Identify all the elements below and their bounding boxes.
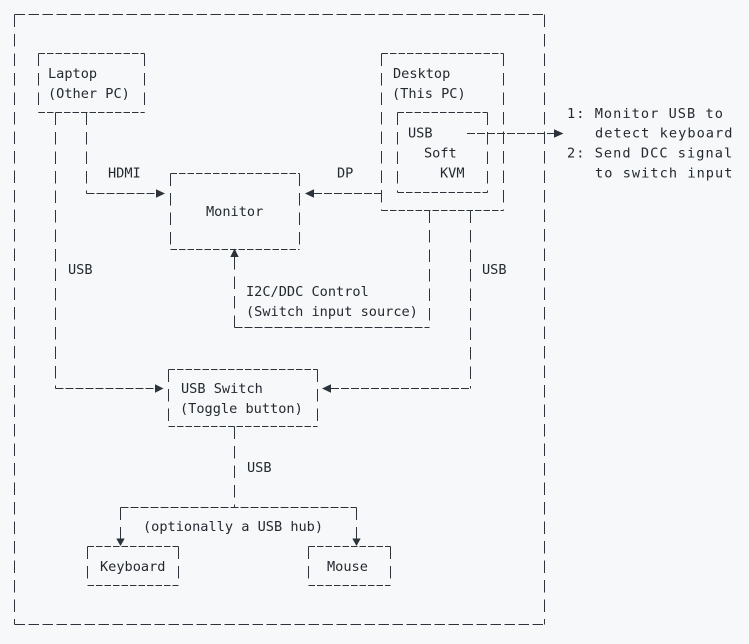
- usb-switch-label: USB Switch: [181, 381, 263, 397]
- desktop-usb-connector: USB: [322, 210, 507, 393]
- monitor-node: Monitor: [170, 173, 300, 250]
- dp-label: DP: [337, 166, 353, 182]
- desktop-usb-arrowhead-icon: [322, 384, 331, 393]
- hdmi-arrowhead-icon: [156, 189, 165, 198]
- kvm-soft-label: Soft: [424, 146, 457, 162]
- soft-kvm-node: USB Soft KVM: [397, 112, 488, 193]
- usb-switch-node: USB Switch (Toggle button): [168, 369, 318, 427]
- usb-down-label: USB: [247, 460, 272, 476]
- i2c-label-line1: I2C/DDC Control: [246, 284, 369, 300]
- mouse-node: Mouse: [308, 546, 391, 586]
- annotation-line-4: to switch input: [595, 166, 734, 182]
- switch-usb-down-connector: USB: [234, 426, 272, 508]
- annotation-text: 1: Monitor USB to detect keyboard 2: Sen…: [567, 106, 734, 182]
- desktop-label: Desktop: [393, 66, 450, 82]
- i2c-label-line2: (Switch input source): [246, 304, 418, 320]
- keyboard-arrowhead-icon: [116, 538, 125, 546]
- mouse-label: Mouse: [327, 559, 368, 575]
- laptop-sublabel: (Other PC): [48, 86, 130, 102]
- i2c-arrowhead-icon: [230, 248, 239, 257]
- outer-frame: [14, 14, 545, 625]
- hub-label: (optionally a USB hub): [143, 519, 323, 535]
- keyboard-node: Keyboard: [87, 546, 179, 586]
- laptop-node: Laptop (Other PC): [38, 53, 145, 113]
- monitor-label: Monitor: [206, 204, 263, 220]
- kvm-kvm-label: KVM: [440, 166, 465, 182]
- keyboard-label: Keyboard: [100, 559, 165, 575]
- hdmi-connector: HDMI: [86, 112, 165, 198]
- desktop-sublabel: (This PC): [392, 86, 466, 102]
- laptop-usb-arrowhead-icon: [155, 384, 164, 393]
- usb-right-label: USB: [482, 262, 507, 278]
- usb-hub-bracket: (optionally a USB hub): [116, 507, 361, 546]
- desktop-node: Desktop (This PC): [381, 53, 504, 211]
- annotation-arrowhead-icon: [554, 129, 564, 138]
- kvm-usb-label: USB: [408, 126, 433, 142]
- dp-arrowhead-icon: [305, 189, 314, 198]
- mouse-arrowhead-icon: [352, 538, 361, 546]
- laptop-usb-connector: USB: [55, 112, 164, 393]
- usb-left-label: USB: [68, 262, 93, 278]
- annotation-line-2: detect keyboard: [595, 126, 734, 142]
- annotation-arrow: [467, 129, 564, 138]
- dp-connector: DP: [305, 166, 382, 198]
- usb-switch-sublabel: (Toggle button): [180, 401, 303, 417]
- annotation-line-1: 1: Monitor USB to: [567, 106, 724, 122]
- laptop-label: Laptop: [48, 66, 97, 82]
- annotation-line-3: 2: Send DCC signal: [567, 146, 733, 162]
- hdmi-label: HDMI: [108, 166, 141, 182]
- i2c-ddc-connector: I2C/DDC Control (Switch input source): [230, 210, 430, 328]
